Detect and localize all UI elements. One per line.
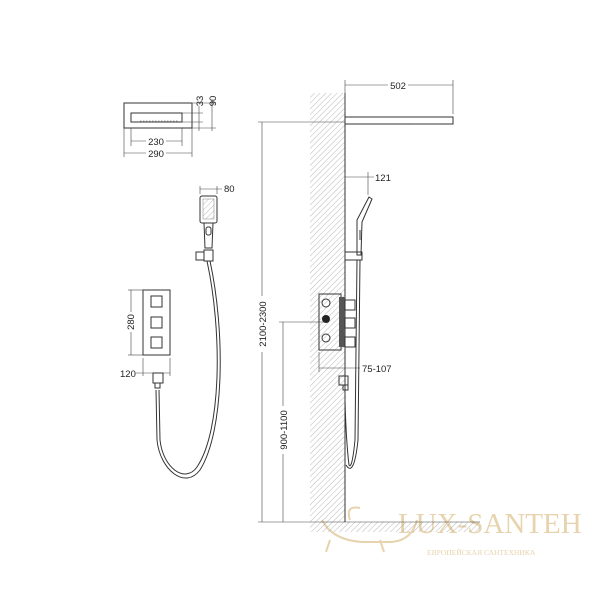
- dim-33: 33: [195, 96, 206, 107]
- watermark-logo: LUX-SANTEH ЕВРОПЕЙСКАЯ САНТЕХНИКА: [321, 506, 582, 557]
- dim-502: 502: [390, 81, 406, 92]
- dim-2100-2300: 2100-2300: [258, 301, 269, 346]
- hand-shower-side-view: 121: [344, 172, 391, 469]
- dim-75-107: 75-107: [362, 364, 392, 375]
- dim-900-1100: 900-1100: [279, 410, 290, 449]
- dim-80: 80: [224, 184, 235, 195]
- height-dimensions: 2100-2300 900-1100: [256, 121, 345, 522]
- wall-section: [258, 93, 480, 532]
- hand-shower-front-view: 80: [155, 184, 235, 479]
- thermostat-mixer-front-view: 280 120: [120, 289, 171, 389]
- dim-280: 280: [126, 314, 137, 330]
- dim-230: 230: [148, 137, 164, 148]
- rain-shower-side-view: 502: [344, 79, 454, 125]
- rain-shower-front-view: 230 290 33 90: [123, 96, 219, 160]
- dim-120: 120: [120, 369, 136, 380]
- watermark-tagline: ЕВРОПЕЙСКАЯ САНТЕХНИКА: [427, 548, 536, 557]
- dim-290: 290: [148, 149, 164, 160]
- dim-121: 121: [375, 173, 391, 184]
- dim-90: 90: [208, 96, 219, 107]
